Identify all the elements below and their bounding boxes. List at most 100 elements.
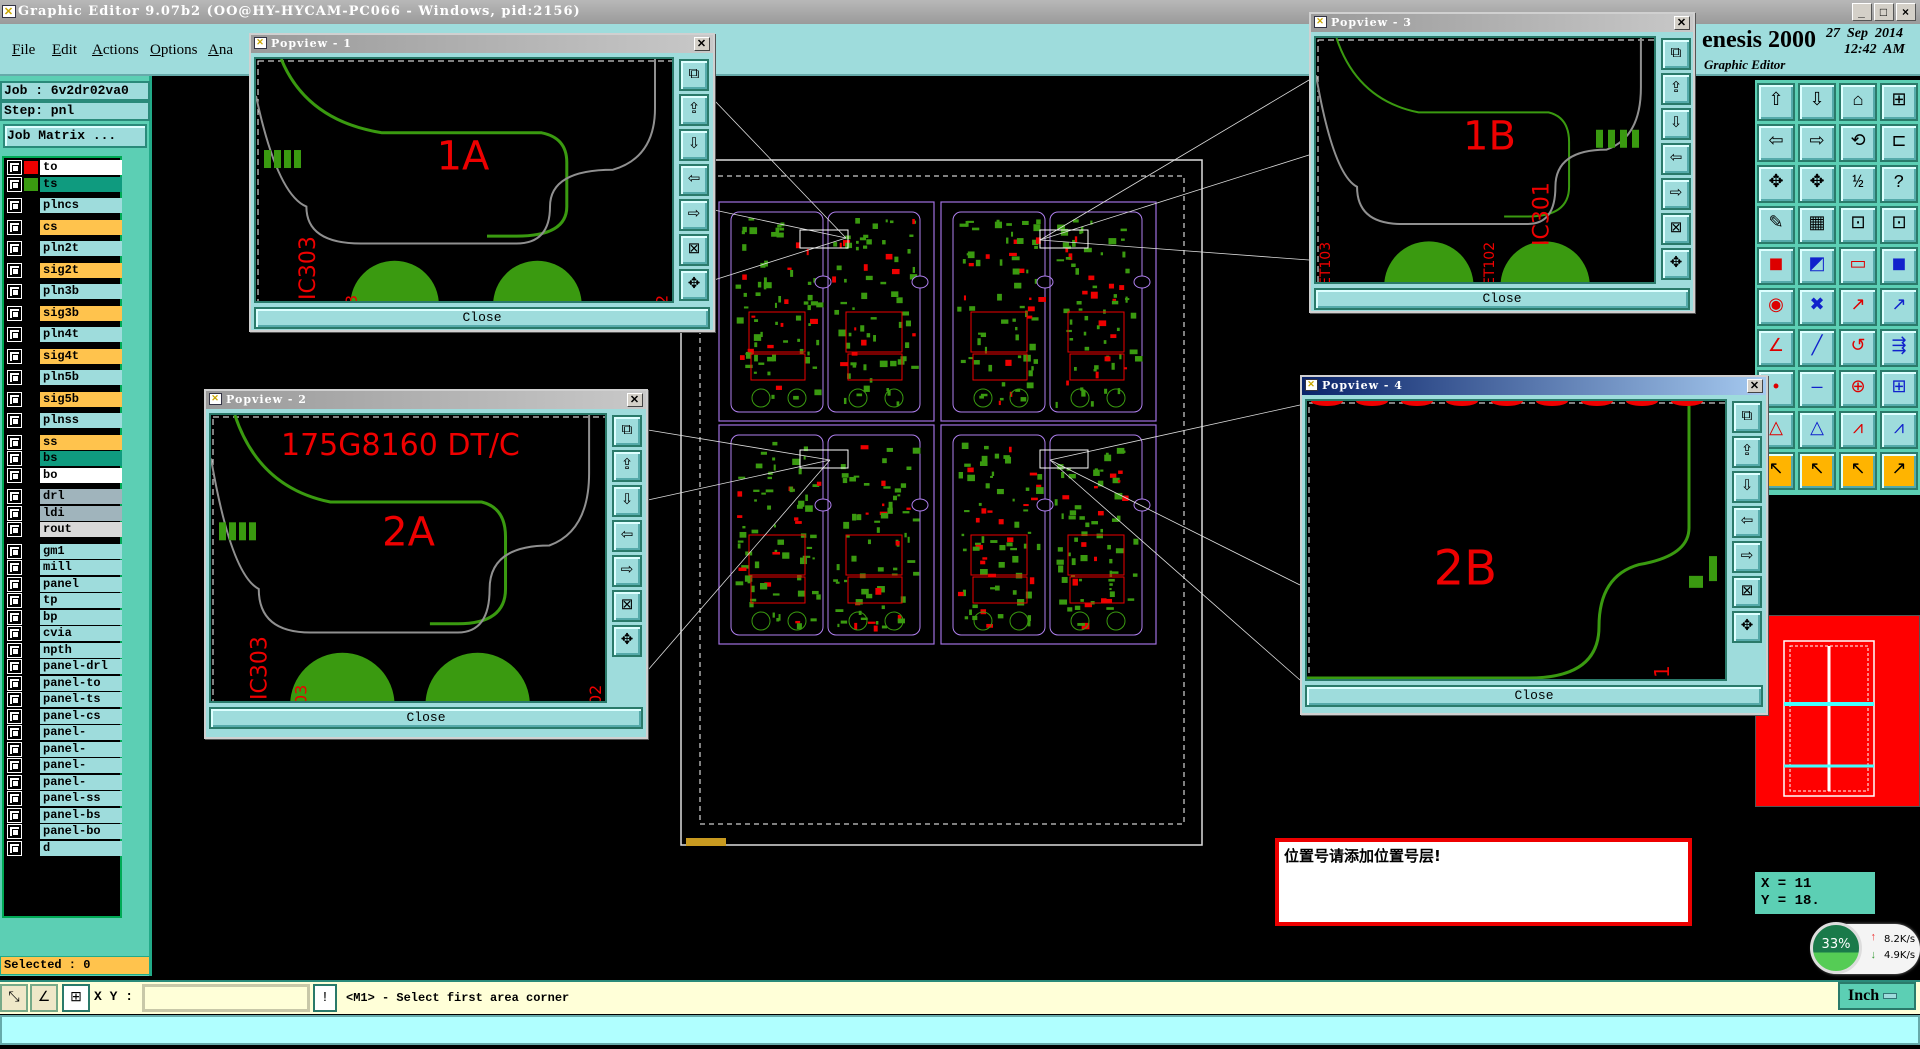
layer-checkbox[interactable] [7, 370, 22, 385]
tool-button-9[interactable]: ✥ [1757, 165, 1795, 203]
job-matrix-button[interactable]: Job Matrix ... [3, 124, 147, 148]
layer-checkbox[interactable] [7, 434, 22, 450]
layer-row-panel[interactable]: panel [6, 576, 122, 592]
menu-file[interactable]: File [12, 42, 36, 58]
layer-row-panel-sig2t[interactable]: panel-sig2t [6, 725, 122, 754]
layer-row-gm1[interactable]: gm1 [6, 543, 122, 559]
tool-button-31[interactable]: ⊕ [1839, 370, 1877, 408]
layer-row-bp[interactable]: bp [6, 609, 122, 625]
layer-checkbox[interactable] [7, 609, 22, 625]
zoom-out-icon[interactable]: ✥ [679, 269, 709, 301]
layer-row-sig3b[interactable]: sig3b [6, 305, 122, 321]
layer-row-cs[interactable]: cs [6, 219, 122, 235]
layer-row-panel-bs[interactable]: panel-bs [6, 807, 122, 823]
layer-checkbox[interactable] [7, 305, 22, 321]
tool-button-36[interactable]: ⩘ [1880, 411, 1918, 449]
layer-row-panel-drl[interactable]: panel-drl [6, 659, 122, 674]
popview-title-bar[interactable]: ✕Popview - 2✕ [206, 391, 646, 409]
pan-right-icon[interactable]: ⇨ [679, 199, 709, 231]
tool-button-14[interactable]: ▦ [1798, 206, 1836, 244]
tool-button-11[interactable]: ½ [1839, 165, 1877, 203]
tool-button-6[interactable]: ⇨ [1798, 124, 1836, 162]
pan-right-icon[interactable]: ⇨ [1732, 541, 1762, 573]
layer-checkbox[interactable] [7, 284, 22, 299]
menu-actions[interactable]: Actions [92, 42, 139, 58]
tool-button-10[interactable]: ✥ [1798, 165, 1836, 203]
tool-button-26[interactable]: ╱ [1798, 329, 1836, 367]
layer-checkbox[interactable] [7, 451, 22, 466]
tool-button-35[interactable]: ⩘ [1839, 411, 1877, 449]
pan-up-icon[interactable]: ⇪ [612, 450, 642, 482]
tool-button-30[interactable]: — [1798, 370, 1836, 408]
maximize-button[interactable]: □ [1874, 3, 1894, 21]
popview-close-button[interactable]: Close [1314, 288, 1690, 310]
popview-title-bar[interactable]: ✕Popview - 1✕ [251, 35, 713, 53]
network-monitor-widget[interactable]: 33% ↑ ↓ 8.2K/s 4.9K/s [1810, 922, 1920, 974]
minimize-button[interactable]: _ [1852, 3, 1872, 21]
layer-checkbox[interactable] [7, 725, 22, 740]
popview-close-button[interactable]: Close [209, 707, 643, 729]
tool-button-1[interactable]: ⇧ [1757, 83, 1795, 121]
layer-checkbox[interactable] [7, 659, 22, 674]
layer-checkbox[interactable] [7, 241, 22, 256]
grid-button[interactable]: ⊞ [62, 984, 90, 1012]
pan-left-icon[interactable]: ⇦ [679, 164, 709, 196]
layer-checkbox[interactable] [7, 642, 22, 658]
layer-checkbox[interactable] [7, 348, 22, 364]
layer-row-ts[interactable]: ts [6, 176, 122, 192]
xy-input[interactable] [142, 984, 310, 1012]
zoom-out-icon[interactable]: ✥ [1732, 611, 1762, 643]
close-window-button[interactable]: × [1896, 3, 1916, 21]
layer-checkbox[interactable] [7, 593, 22, 608]
tool-button-20[interactable]: ◼ [1880, 247, 1918, 285]
popview-close-button[interactable]: Close [254, 307, 710, 329]
pan-down-icon[interactable]: ⇩ [612, 485, 642, 517]
tool-button-16[interactable]: ⊡ [1880, 206, 1918, 244]
layer-row-panel-cs[interactable]: panel-cs [6, 708, 122, 724]
pan-up-icon[interactable]: ⇪ [1732, 436, 1762, 468]
layer-checkbox[interactable] [7, 807, 22, 823]
layer-checkbox[interactable] [7, 576, 22, 592]
layer-checkbox[interactable] [7, 522, 22, 537]
tool-button-25[interactable]: ∠ [1757, 329, 1795, 367]
tool-button-7[interactable]: ⟲ [1839, 124, 1877, 162]
layer-row-sig4t[interactable]: sig4t [6, 348, 122, 364]
tool-button-13[interactable]: ✎ [1757, 206, 1795, 244]
layer-row-panel-bo[interactable]: panel-bo [6, 824, 122, 839]
restore-icon[interactable]: ⧉ [1732, 401, 1762, 433]
restore-icon[interactable]: ⧉ [1661, 38, 1691, 70]
layer-checkbox[interactable] [7, 467, 22, 483]
layer-checkbox[interactable] [7, 692, 22, 707]
layer-checkbox[interactable] [7, 824, 22, 839]
tool-button-4[interactable]: ⊞ [1880, 83, 1918, 121]
layer-row-plncs[interactable]: plncs [6, 198, 122, 213]
pan-left-icon[interactable]: ⇦ [1661, 143, 1691, 175]
layer-row-ldi[interactable]: ldi [6, 505, 122, 521]
menu-options[interactable]: Options [150, 42, 198, 58]
measure-angle-button[interactable]: ∠ [30, 984, 58, 1012]
layer-row-sig5b[interactable]: sig5b [6, 391, 122, 407]
menu-analysis[interactable]: Ana [208, 42, 234, 58]
layer-checkbox[interactable] [7, 413, 22, 428]
tool-button-27[interactable]: ↺ [1839, 329, 1877, 367]
layer-row-to[interactable]: to [6, 160, 122, 175]
layer-checkbox[interactable] [7, 505, 22, 521]
layer-row-pln4t[interactable]: pln4t [6, 327, 122, 342]
layer-row-bo[interactable]: bo [6, 467, 122, 483]
tool-button-15[interactable]: ⊡ [1839, 206, 1877, 244]
popview-close-button[interactable]: Close [1305, 685, 1763, 707]
layer-row-npth[interactable]: npth [6, 642, 122, 658]
layer-row-sig2t[interactable]: sig2t [6, 262, 122, 278]
tool-button-34[interactable]: △ [1798, 411, 1836, 449]
tool-button-17[interactable]: ◼ [1757, 247, 1795, 285]
layer-row-panel-to[interactable]: panel-to [6, 675, 122, 691]
layer-row-pln5b[interactable]: pln5b [6, 370, 122, 385]
pan-down-icon[interactable]: ⇩ [679, 129, 709, 161]
tool-button-22[interactable]: ✖ [1798, 288, 1836, 326]
restore-icon[interactable]: ⧉ [612, 415, 642, 447]
tool-button-38[interactable]: ↖ [1798, 452, 1836, 490]
zoom-in-icon[interactable]: ⊠ [1661, 213, 1691, 245]
tool-button-18[interactable]: ◩ [1798, 247, 1836, 285]
